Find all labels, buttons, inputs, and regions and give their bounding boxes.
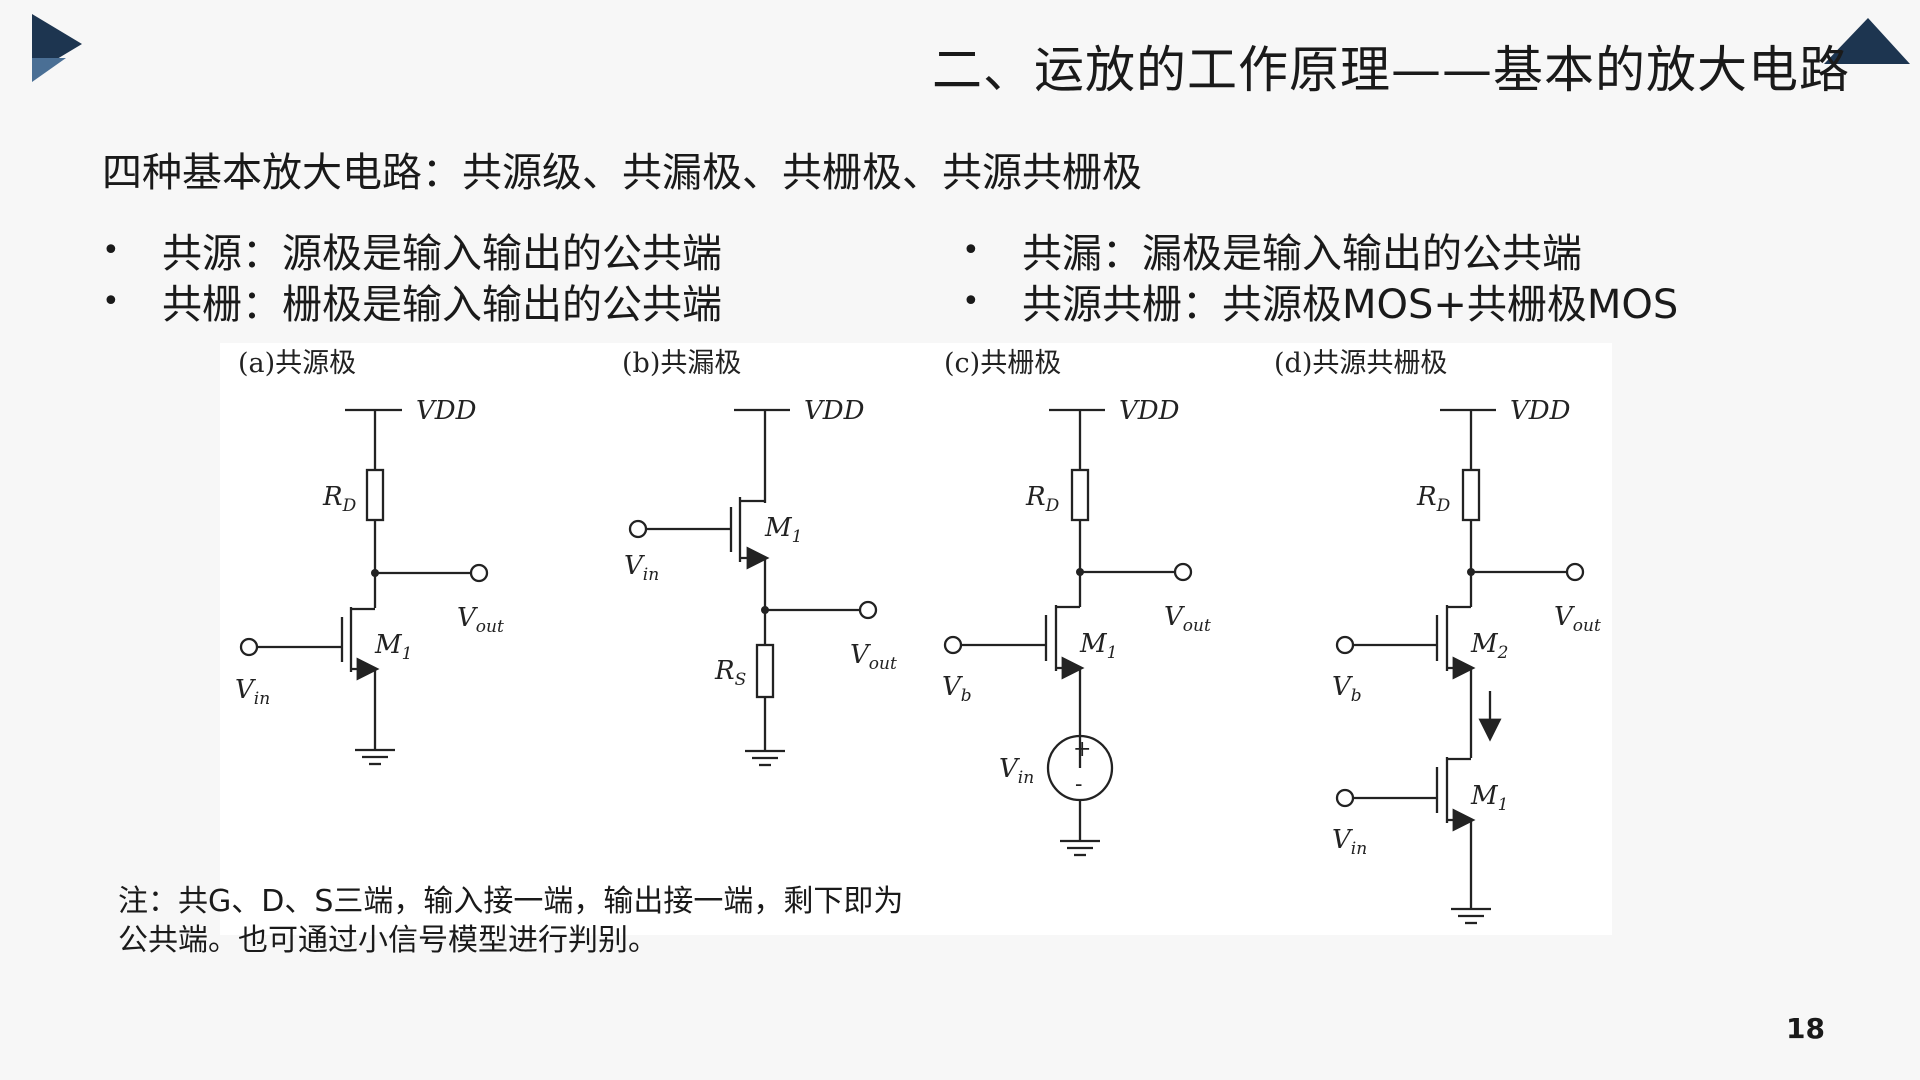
vdd-label-a: VDD <box>416 396 477 426</box>
bullet-dot: • <box>962 283 980 319</box>
bullet-text: 共漏：漏极是输入输出的公共端 <box>1022 231 1582 277</box>
node-dot <box>371 569 379 577</box>
vdd-label-b: VDD <box>804 396 865 426</box>
circuit-cascode: (d)共源共栅极 VDD RD Vout Vb M2 Vin M1 <box>1274 348 1601 925</box>
slide-title: 二、运放的工作原理——基本的放大电路 <box>932 41 1850 99</box>
bullet-text: 共栅：栅极是输入输出的公共端 <box>162 282 722 328</box>
vout-terminal-a <box>469 563 489 583</box>
vin-terminal-a <box>239 637 259 657</box>
vout-label-b: Vout <box>850 640 897 674</box>
caption-d: (d)共源共栅极 <box>1274 348 1447 379</box>
bullet-dot: • <box>962 232 980 268</box>
vout-terminal-c <box>1173 562 1193 582</box>
resistor-rd-a <box>365 468 385 522</box>
vin-terminal-d <box>1335 788 1355 808</box>
vb-terminal-d <box>1335 635 1355 655</box>
vdd-label-c: VDD <box>1119 396 1180 426</box>
note-text: 注：共G、D、S三端，输入接一端，输出接一端，剩下即为 公共端。也可通过小信号模… <box>118 882 903 960</box>
bullet-dot: • <box>102 283 120 319</box>
m1-label-c: M1 <box>1079 629 1117 663</box>
vb-label-c: Vb <box>942 672 972 706</box>
bullet-item-common-source: • 共源：源极是输入输出的公共端 <box>102 221 722 279</box>
vin-label-c: Vin <box>999 754 1034 788</box>
circuit-common-source: (a)共源极 VDD RD Vout Vin M1 <box>235 348 504 766</box>
resistor-rs-b <box>755 643 775 699</box>
resistor-rd-d <box>1461 468 1481 522</box>
left-logo-triangle-icon <box>32 14 82 82</box>
minus-sign: - <box>1075 772 1082 797</box>
rd-label-d: RD <box>1416 482 1451 516</box>
bullet-text: 共源：源极是输入输出的公共端 <box>162 231 722 277</box>
caption-a: (a)共源极 <box>238 348 356 379</box>
caption-b: (b)共漏极 <box>622 348 741 379</box>
m1-label-d: M1 <box>1470 781 1508 815</box>
resistor-rd-c <box>1070 468 1090 522</box>
plus-sign: + <box>1073 737 1091 762</box>
bullet-text: 共源共栅：共源极MOS+共栅极MOS <box>1022 282 1679 328</box>
vin-label-a: Vin <box>235 675 270 709</box>
m1-label-a: M1 <box>374 630 412 664</box>
note-line-1: 注：共G、D、S三端，输入接一端，输出接一端，剩下即为 <box>118 884 904 919</box>
note-line-2: 公共端。也可通过小信号模型进行判别。 <box>118 923 658 958</box>
vout-terminal-b <box>858 600 878 620</box>
circuit-diagrams: (a)共源极 VDD RD Vout Vin M1 (b)共漏极 VDD <box>235 348 1601 925</box>
vb-label-d: Vb <box>1332 672 1362 706</box>
m2-label-d: M2 <box>1470 629 1508 663</box>
right-logo-mountain-icon <box>1824 18 1910 64</box>
bullet-item-cascode: • 共源共栅：共源极MOS+共栅极MOS <box>962 272 1678 330</box>
vin-label-b: Vin <box>624 551 659 585</box>
vdd-label-d: VDD <box>1510 396 1571 426</box>
rd-label-c: RD <box>1025 482 1060 516</box>
m1-label-b: M1 <box>764 513 802 547</box>
circuit-common-drain: (b)共漏极 VDD Vin M1 Vout RS <box>622 348 897 767</box>
bullet-item-common-drain: • 共漏：漏极是输入输出的公共端 <box>962 221 1582 279</box>
circuit-common-gate: (c)共栅极 VDD RD Vout Vb M1 + - Vin <box>942 348 1211 857</box>
vin-label-d: Vin <box>1332 825 1367 859</box>
vout-terminal-d <box>1565 562 1585 582</box>
vout-label-d: Vout <box>1554 602 1601 636</box>
caption-c: (c)共栅极 <box>944 348 1061 379</box>
vout-label-a: Vout <box>457 603 504 637</box>
intro-line: 四种基本放大电路：共源级、共漏极、共栅极、共源共栅极 <box>102 150 1142 196</box>
rd-label-a: RD <box>322 482 357 516</box>
rs-label-b: RS <box>714 656 746 690</box>
bullet-item-common-gate: • 共栅：栅极是输入输出的公共端 <box>102 272 722 330</box>
vin-terminal-b <box>628 519 648 539</box>
page-number: 18 <box>1786 1012 1825 1045</box>
vout-label-c: Vout <box>1164 602 1211 636</box>
bullet-dot: • <box>102 232 120 268</box>
vb-terminal-c <box>943 635 963 655</box>
circuit-figure: (a)共源极 VDD RD Vout Vin M1 (b)共漏极 VDD <box>220 343 1612 935</box>
